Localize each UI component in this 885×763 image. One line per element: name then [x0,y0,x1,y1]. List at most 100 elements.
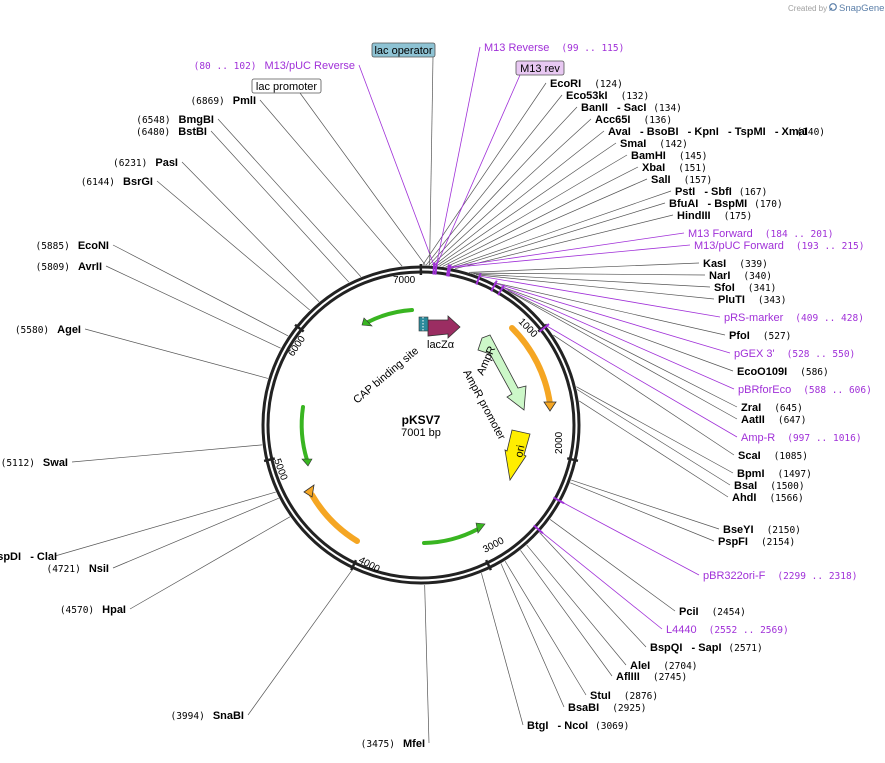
primer-pos-m13-reverse: (99 .. 115) [561,43,624,54]
primer-site-prs-marker [475,272,482,285]
primer-prs-marker: pRS-marker(409 .. 428) [724,312,864,324]
enzyme-name-pmli: PmlI [233,95,256,107]
leader-bamhi [439,154,628,267]
enzyme-pos-bsai: (1500) [770,481,804,492]
leader-lac-operator [429,56,434,266]
enzyme-pos-bsabi: (2925) [612,703,646,714]
green-arc-bottom [422,527,480,545]
enzyme-pmli: PmlI (6869) [190,95,256,107]
enzyme-nsii: NsiI (4721) [46,563,109,575]
leader-smai [436,142,617,267]
primer-pos-l4440: (2552 .. 2569) [709,625,789,636]
leader-pcii [549,519,676,612]
enzyme-pos-ecori: (124) [594,79,623,90]
primer-name-l4440: L4440 [666,624,697,636]
primer-pos-pgex3: (528 .. 550) [787,349,856,360]
primer-site-pgex3 [490,280,498,292]
leader-aflii [520,550,613,677]
leader-aatii [509,291,738,420]
ori-arrow [504,429,531,482]
leader-pfoi [493,282,726,336]
site-marks [432,262,565,535]
primer-m13-forward: M13 Forward(184 .. 201) [688,228,833,240]
lacza-arrow [427,315,461,339]
enzyme-name-nsii: NsiI [89,563,109,575]
primer-l4440: L4440 (2552 .. 2569) [666,624,789,636]
primer-site-m13-forward [445,264,450,277]
leader-lines [54,46,738,744]
enzyme-mfei: MfeI (3475) [361,738,425,750]
primer-pgex3: pGEX 3' (528 .. 550) [734,348,855,360]
enzyme-name-avrii: AvrII [78,261,102,273]
enzyme-pos-pmli: (6869) [190,96,224,107]
orange-arc-right [509,325,553,407]
enzyme-snabi: SnaBI(3994) [170,710,244,722]
primer-name-pgex3: pGEX 3' [734,348,775,360]
enzyme-sfoi: SfoI (341) [714,282,776,294]
primer-m13-puc-fwd: M13/pUC Forward(193 .. 215) [694,240,865,252]
orange-arc-left [309,492,360,544]
enzyme-name-bspqi: BspQI - SapI [650,642,722,654]
enzyme-name-ecori: EcoRI [550,78,581,90]
enzyme-pos-stui: (2876) [624,691,658,702]
enzyme-name-bsabi: BsaBI [568,702,599,714]
enzyme-smai: SmaI(142) [620,138,688,150]
enzyme-name-swai: SwaI [43,457,68,469]
enzyme-bmgbi: BmgBI (6548) [136,114,214,126]
enzyme-name-agei: AgeI [57,324,81,336]
enzyme-pos-bmgbi: (6548) [136,115,170,126]
enzyme-name-btgi: BtgI - NcoI [527,720,588,732]
primer-pos-m13-puc-fwd: (193 .. 215) [796,241,865,252]
enzyme-pos-sfoi: (341) [748,283,777,294]
primer-pos-pbrforeco: (588 .. 606) [803,385,872,396]
enzyme-name-sfoi: SfoI [714,282,735,294]
tick-label-7000: 7000 [393,275,416,286]
enzyme-name-stui: StuI [590,690,611,702]
enzyme-pos-kasi: (339) [739,259,768,270]
enzyme-pos-avai: (140) [796,127,825,138]
feature-label-ampr-promoter: AmpR promoter [460,368,507,442]
leader-agei [84,328,269,379]
enzyme-zrai: ZraI(645) [741,402,803,414]
leader-hpai [129,516,291,610]
enzyme-name-bmgbi: BmgBI [179,114,214,126]
enzyme-name-eco53ki: Eco53kI [566,90,608,102]
feature-label-lacza: lacZα [427,339,455,351]
enzyme-pos-hindiii: (175) [724,211,753,222]
enzyme-ecori: EcoRI (124) [550,78,623,90]
enzyme-eco53ki: Eco53kI(132) [566,90,649,102]
leader-zrai [507,290,738,408]
enzyme-pos-mfei: (3475) [361,739,395,750]
enzyme-name-aflii: AflIII [616,671,640,683]
primer-leader-m13-reverse [435,46,481,266]
enzyme-pfoi: PfoI(527) [729,330,791,342]
leader-bsai [576,389,731,486]
leader-bspqi [539,532,647,648]
enzyme-name-mfei: MfeI [403,738,425,750]
enzyme-pos-bseyi: (2150) [767,525,801,536]
enzyme-bsabi: BsaBI (2925) [568,702,647,714]
enzyme-pos-agei: (5580) [15,325,49,336]
enzyme-name-snabi: SnaBI [213,710,244,722]
enzyme-bspdi: BspDI - ClaI(4769) [0,551,57,563]
leader-bmgbi [217,118,362,277]
enzyme-name-xbai: XbaI [642,162,665,174]
enzyme-pos-bsrgi: (6144) [81,177,115,188]
primer-amp-r: Amp-R(997 .. 1016) [741,432,862,444]
feature-arcs [299,308,557,545]
enzyme-banii: BanII - SacI(134) [581,102,682,114]
enzyme-pos-swai: (5112) [1,458,35,469]
feature-label-cap: CAP binding site [351,345,421,406]
leader-ecoo109i [501,286,734,372]
snapgene-logo-icon [829,3,837,11]
enzyme-pos-nsii: (4721) [46,564,80,575]
leader-mfei [424,584,430,744]
ampr-arrow [477,334,527,411]
enzyme-name-bseyi: BseYI [723,524,754,536]
enzyme-name-bfuai: BfuAI - BspMI [669,198,747,210]
enzyme-name-zrai: ZraI [741,402,761,414]
enzyme-pos-pcii: (2454) [712,607,746,618]
enzyme-pcii: PciI(2454) [679,606,746,618]
enzyme-pos-bfuai: (170) [754,199,783,210]
